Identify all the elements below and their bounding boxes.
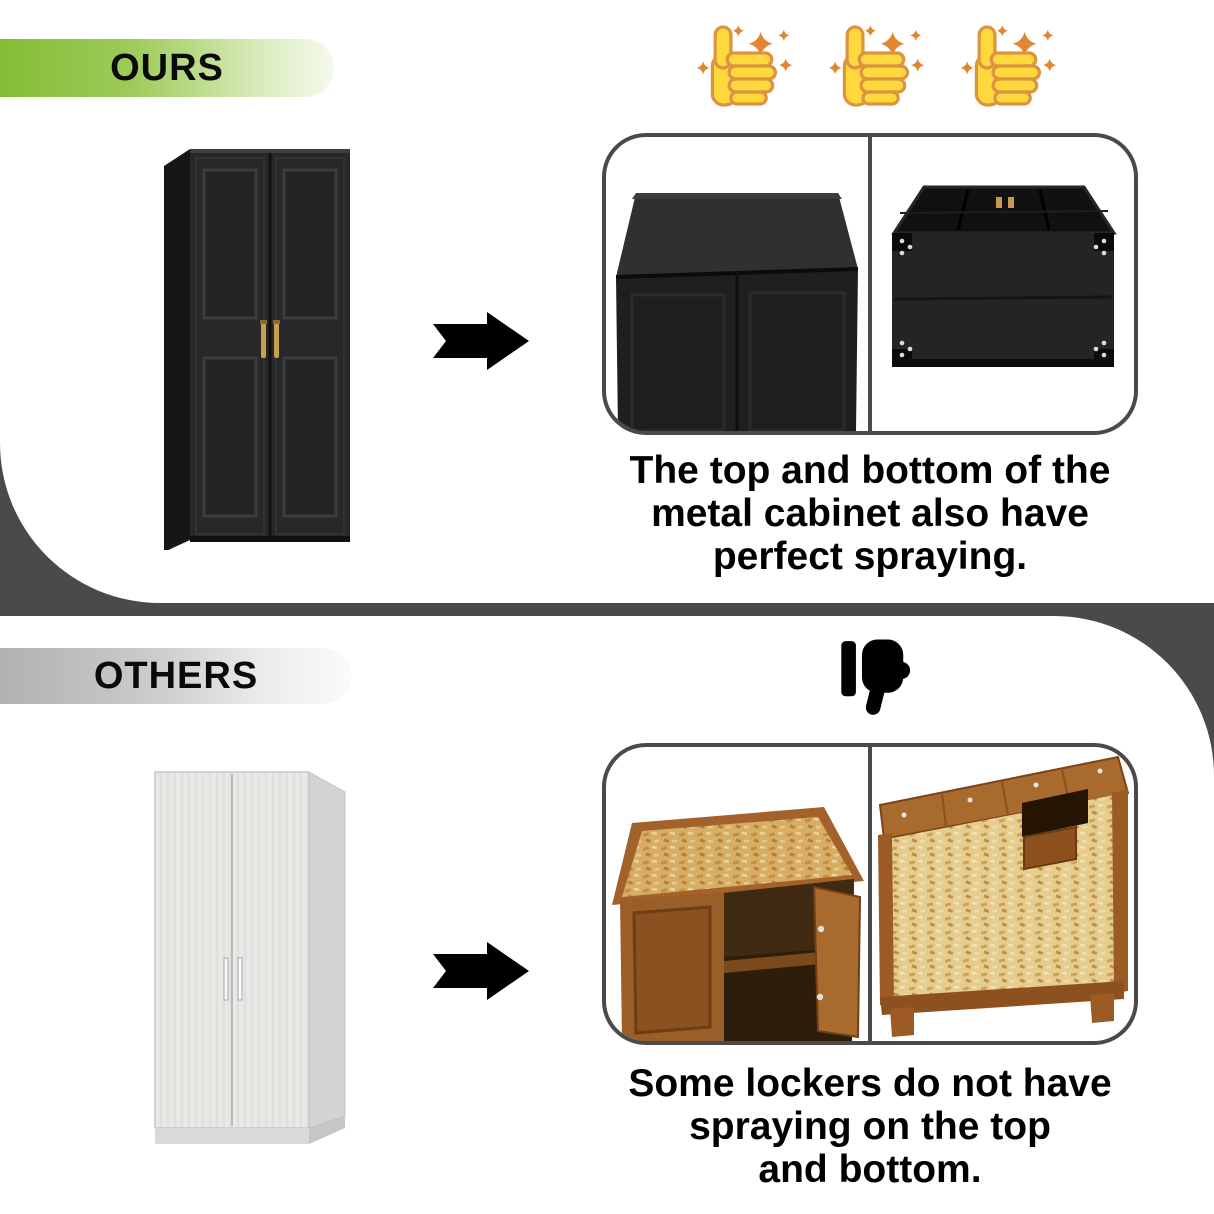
ours-product-image — [164, 149, 350, 550]
ours-detail-panel — [602, 133, 1138, 435]
arrow-right-icon — [433, 942, 529, 1000]
others-product-image — [154, 771, 346, 1144]
others-caption-line-3: and bottom. — [758, 1148, 982, 1191]
thumbs-up-sparkle-icon — [692, 18, 794, 114]
ours-label: OURS — [110, 46, 224, 89]
others-label: OTHERS — [93, 654, 259, 697]
thumbs-up-sparkle-icon — [824, 18, 926, 114]
rating-thumbs-up-row — [692, 18, 1058, 114]
ours-label-badge: OURS — [0, 39, 334, 97]
ours-caption-line-1: The top and bottom of the — [629, 449, 1111, 492]
ours-detail-top-view — [606, 137, 872, 431]
thumbs-down-icon — [828, 636, 920, 722]
ours-detail-bottom-view — [872, 137, 1134, 431]
ours-caption-line-2: metal cabinet also have — [651, 492, 1089, 535]
others-caption: Some lockers do not have spraying on the… — [560, 1062, 1180, 1191]
others-detail-panel — [602, 743, 1138, 1045]
others-caption-line-2: spraying on the top — [689, 1105, 1051, 1148]
others-detail-bottom-view — [872, 747, 1134, 1041]
others-label-badge: OTHERS — [0, 648, 352, 704]
others-caption-line-1: Some lockers do not have — [628, 1062, 1112, 1105]
section-others: OTHERS — [0, 616, 1214, 1214]
thumbs-up-sparkle-icon — [956, 18, 1058, 114]
ours-caption: The top and bottom of the metal cabinet … — [560, 449, 1180, 578]
ours-caption-line-3: perfect spraying. — [712, 535, 1028, 578]
arrow-right-icon — [433, 312, 529, 370]
others-detail-top-view — [606, 747, 872, 1041]
section-ours: OURS — [0, 0, 1214, 603]
